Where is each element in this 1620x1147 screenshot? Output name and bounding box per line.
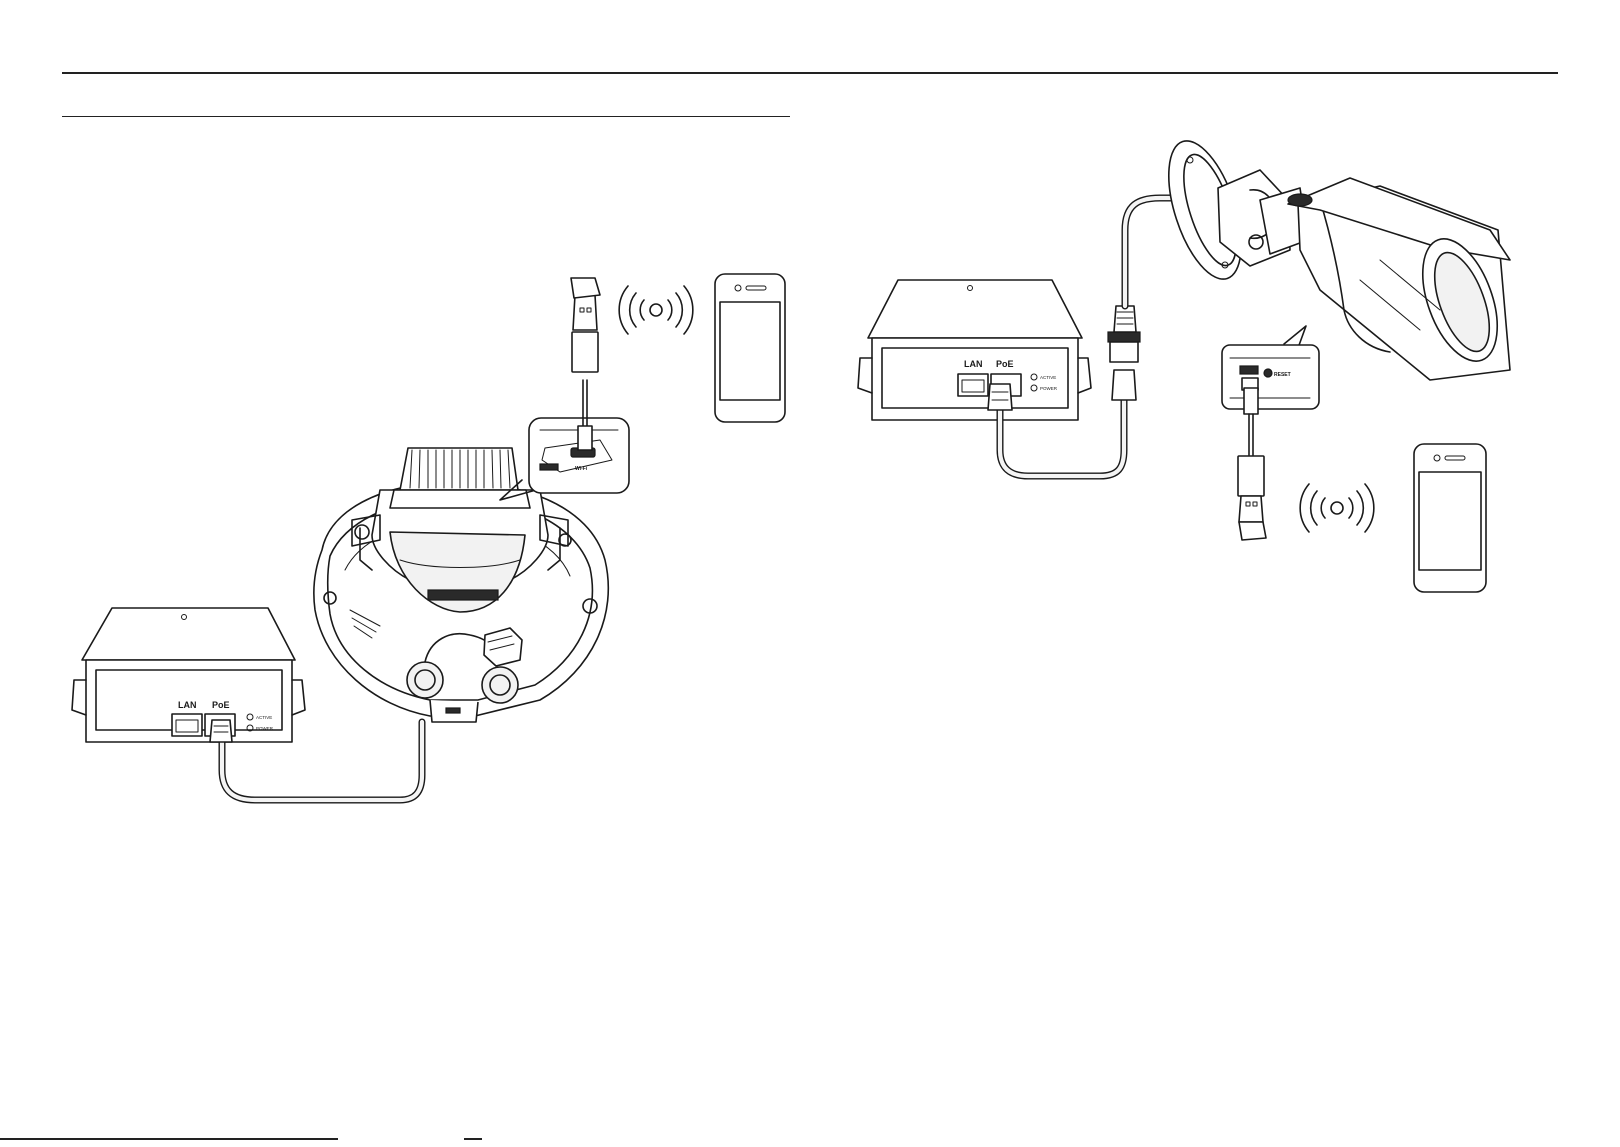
active-led-label: ACTIVE [1040,375,1056,380]
wifi-signal-icon [619,286,693,334]
wifi-signal-icon [1300,484,1374,532]
section-rule [62,116,790,117]
ethernet-plug-icon [210,720,232,742]
poe-port-label: PoE [996,359,1014,369]
poe-injector: LAN PoE ACTIVE POWER [72,608,305,742]
right-installation-diagram: LAN PoE ACTIVE POWER [820,130,1620,610]
usb-port-inset: Wi-Fi [500,418,629,500]
usb-plug [1244,388,1258,414]
usb-dongle-icon [1238,456,1266,540]
usb-plug [578,426,592,450]
usb-slot-label: Wi-Fi [575,466,588,472]
ethernet-plug-icon [988,384,1012,410]
left-installation-diagram: Wi-Fi LAN PoE [0,130,800,850]
usb-port-inset: RESET [1222,326,1319,409]
poe-injector: LAN PoE ACTIVE POWER [858,280,1091,420]
power-led-label: POWER [256,726,274,731]
lan-port-label: LAN [964,359,983,369]
power-led-label: POWER [1040,386,1058,391]
footer-rule [0,1138,338,1140]
smartphone-icon [715,274,785,422]
usb-cable [1249,414,1253,455]
usb-slot-label: RESET [1274,372,1291,378]
bullet-camera [1154,132,1512,380]
active-led-label: ACTIVE [256,715,272,720]
lan-port-label: LAN [178,700,197,710]
poe-port-label: PoE [212,700,230,710]
smartphone-icon [1414,444,1486,592]
footer-mark [464,1138,482,1140]
header-rule [62,72,1558,74]
usb-dongle-icon [571,278,600,372]
